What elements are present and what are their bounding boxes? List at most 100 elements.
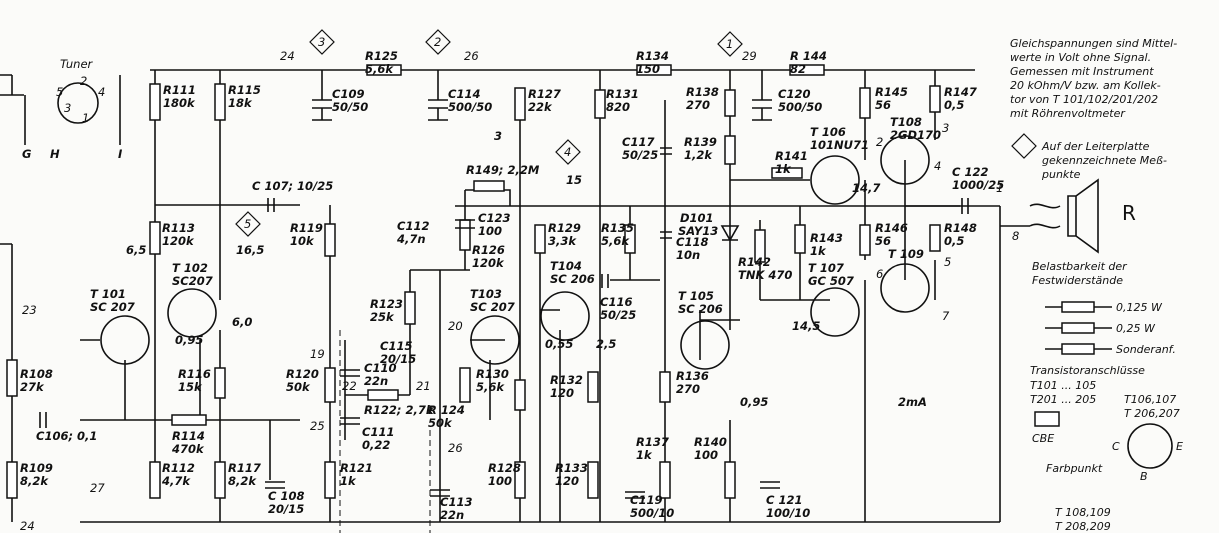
tuner-output-h: H	[50, 147, 60, 161]
resistor-name: R120	[286, 367, 319, 381]
resistor-value: 50k	[286, 380, 311, 394]
diode-symbol	[720, 225, 740, 242]
node-label: 5	[944, 255, 951, 269]
resistor-name: R109	[20, 461, 53, 475]
note-line: CBE	[1032, 432, 1054, 445]
node-label: 3	[942, 121, 949, 135]
node-label: 19	[310, 347, 325, 361]
testpoint-number: 5	[244, 217, 251, 231]
legend-symbols	[1034, 301, 1173, 469]
resistor-name: R111	[163, 83, 196, 97]
node-label: 27	[90, 481, 105, 495]
node-label: 26	[464, 49, 479, 63]
testpoint-number: 2	[434, 35, 441, 49]
capacitor-name: C119	[630, 493, 662, 507]
tuner-title: Tuner	[60, 57, 94, 71]
resistor-value: 100	[488, 474, 512, 488]
resistor-name: R108	[20, 367, 53, 381]
voltage-reading: 3	[494, 129, 502, 143]
resistor-name: R133	[555, 461, 588, 475]
note-line: T 206,207	[1124, 407, 1180, 420]
resistor-name: R149; 2,2M	[466, 163, 540, 177]
note-line: Festwiderstände	[1032, 274, 1123, 287]
resistor-value: 8,2k	[228, 474, 257, 488]
voltage-note: Gleichspannungen sind Mittel- werte in V…	[1010, 37, 1177, 120]
note-line: T201 ... 205	[1030, 393, 1096, 406]
note-line: T106,107	[1124, 393, 1176, 406]
resistor-name: R117	[228, 461, 261, 475]
capacitor-value: 100/10	[766, 506, 810, 520]
resistor-name: R134	[636, 49, 669, 63]
transistor-type: SC207	[172, 274, 213, 288]
pot-linkage	[339, 330, 431, 533]
voltage-reading: 0,95	[740, 395, 768, 409]
note-line: mit Röhrenvoltmeter	[1010, 107, 1126, 120]
resistor-name: R 144	[790, 49, 827, 63]
capacitor-value: 0,22	[362, 438, 390, 452]
resistor-name: R147	[944, 85, 977, 99]
resistor-name: R113	[162, 221, 195, 235]
tuner-output-g: G	[22, 147, 31, 161]
voltage-reading: 14,5	[792, 319, 820, 333]
tuner-pin-label: 1	[82, 111, 89, 125]
resistor-name: R143	[810, 231, 843, 245]
capacitor-name: C110	[364, 361, 396, 375]
resistor-value: 50k	[428, 416, 453, 430]
resistor-name: R137	[636, 435, 669, 449]
resistor-name: R122; 2,7k	[364, 403, 435, 417]
transistor-name: T 102	[172, 261, 208, 275]
node-label: 1	[996, 181, 1003, 195]
capacitor-name: C112	[397, 219, 429, 233]
resistor-value: 56	[875, 98, 891, 112]
note-line: T 208,209	[1055, 520, 1111, 533]
transistor-type: SC 206	[550, 272, 595, 286]
capacitor-value: 50/25	[600, 308, 636, 322]
capacitor-value: 1000/25	[952, 178, 1004, 192]
resistor-name: R128	[488, 461, 521, 475]
tuner-socket	[0, 75, 121, 145]
resistor-value: 5,6k	[365, 62, 394, 76]
capacitor-value: 100	[478, 224, 502, 238]
resistor-value: 4,7k	[161, 474, 191, 488]
capacitor-name: C106; 0,1	[36, 429, 97, 443]
resistor-value: 25k	[370, 310, 395, 324]
tuner-pin-label: 5	[56, 85, 63, 99]
capacitor-name: C 107; 10/25	[252, 179, 333, 193]
legend-item: 0,125 W	[1116, 301, 1163, 314]
resistor-value: 15k	[178, 380, 203, 394]
note-line: werte in Volt ohne Signal.	[1010, 51, 1151, 64]
legend-item: Sonderanf.	[1116, 343, 1176, 356]
resistor-name: R116	[178, 367, 211, 381]
capacitor-value: 50/25	[622, 148, 658, 162]
resistor-name: R136	[676, 369, 709, 383]
note-line: T 108,109	[1055, 506, 1111, 519]
note-line: gekennzeichnete Meß-	[1042, 154, 1167, 167]
resistor-value: 120	[555, 474, 579, 488]
resistor-value: 5,6k	[476, 380, 505, 394]
node-label: 21	[416, 379, 431, 393]
diode-name: D101	[680, 211, 714, 225]
capacitor-value: 500/50	[778, 100, 822, 114]
transistor-type: GC 507	[808, 274, 854, 288]
capacitor-name: C 108	[268, 489, 304, 503]
node-label: 29	[742, 49, 757, 63]
transistor-name: T 109	[888, 247, 924, 261]
node-label: 23	[22, 303, 37, 317]
note-line: Transistoranschlüsse	[1030, 364, 1145, 377]
node-label: 7	[942, 309, 950, 323]
capacitor-name: C 122	[952, 165, 988, 179]
transistor-name: T108	[890, 115, 922, 129]
resistor-name: R112	[162, 461, 195, 475]
testpoint-number: 4	[564, 145, 571, 159]
note-line: Auf der Leiterplatte	[1041, 140, 1150, 153]
resistor-value: 56	[875, 234, 891, 248]
resistor-value: 10k	[290, 234, 315, 248]
speaker-icon	[1067, 178, 1099, 254]
capacitor-name: C109	[332, 87, 364, 101]
resistor-name: R 124	[428, 403, 465, 417]
capacitor-name: C118	[676, 235, 708, 249]
capacitor-name: C111	[362, 425, 394, 439]
resistor-name: R148	[944, 221, 977, 235]
resistor-name: R142	[738, 255, 771, 269]
